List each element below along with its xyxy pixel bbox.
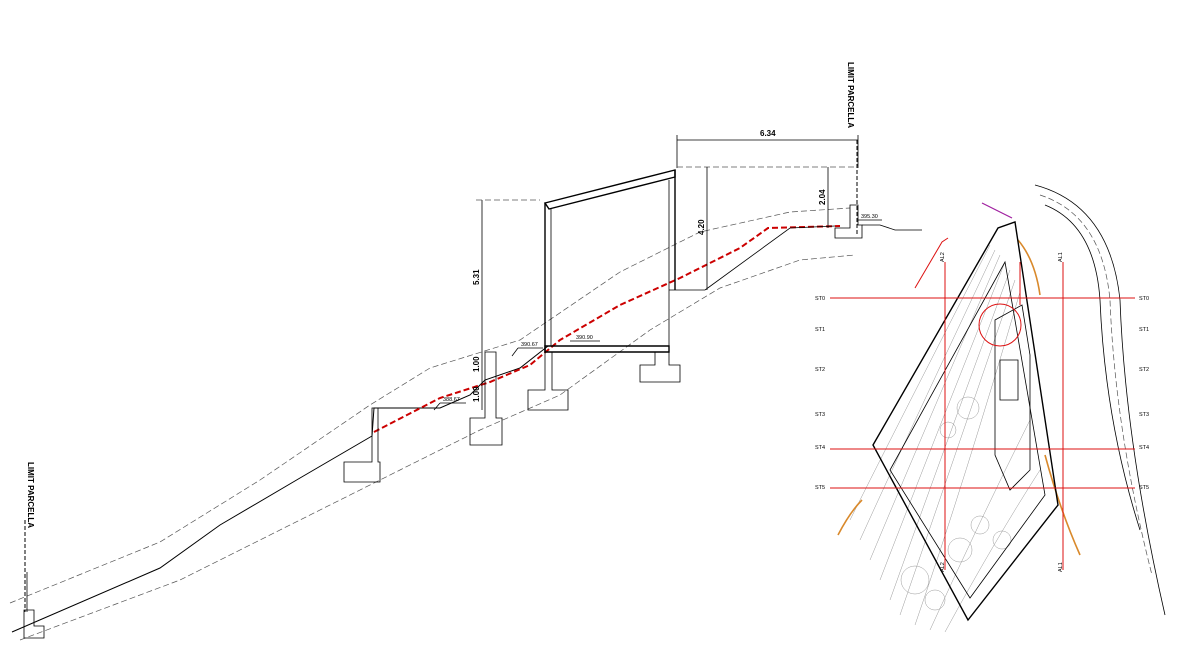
step-wall-2 [527, 351, 569, 411]
st-label-left-5: ST5 [815, 485, 825, 491]
limit-right-label: LIMIT PARCELLA [846, 62, 855, 128]
road-orange-lower [1044, 454, 1081, 556]
road-edge-inner [1044, 204, 1141, 531]
plan-contours [849, 244, 1041, 633]
building-section [543, 169, 836, 383]
terrain-offset-upper [9, 207, 851, 604]
axis-label-al1-top: AL1 [1058, 252, 1064, 262]
retaining-wall-lower [343, 407, 381, 483]
plan-bracket-symbol [914, 237, 949, 289]
limit-left-footing [23, 609, 45, 639]
terrain-red-dashed [373, 225, 841, 433]
st-label-left-1: ST1 [815, 327, 825, 333]
svg-text:388.67: 388.67 [443, 397, 460, 403]
limit-right-wall [834, 204, 863, 239]
st-label-left-3: ST3 [815, 412, 825, 418]
road-orange-upper [1017, 239, 1041, 296]
svg-text:395.30: 395.30 [861, 214, 878, 220]
plan-highlight-circle [978, 303, 1022, 347]
st-label-right-1: ST1 [1139, 327, 1149, 333]
building-roof [543, 169, 676, 210]
st-label-right-0: ST0 [1139, 296, 1149, 302]
site-plan: ST0 ST1 ST2 ST3 ST4 ST5 ST0 ST1 ST2 ST3 … [815, 184, 1166, 633]
road-edge-outer [1034, 184, 1166, 616]
limit-right-ground [862, 224, 922, 231]
terrain-offset-lower [19, 254, 856, 641]
st-label-left-0: ST0 [815, 296, 825, 302]
building-footing-right [639, 352, 681, 383]
plan-section-lines [830, 262, 1135, 570]
dim-height-main-label: 5.31 [472, 269, 481, 285]
road-edge-center [1039, 194, 1153, 576]
limit-left-label: LIMIT PARCELLA [26, 462, 35, 528]
axis-label-al2-top: AL2 [940, 252, 946, 262]
level-marker-step-lower: 388.67 [433, 397, 466, 411]
level-marker-step-upper: 390.67 [511, 342, 543, 357]
st-label-right-5: ST5 [1139, 485, 1149, 491]
st-label-left-2: ST2 [815, 367, 825, 373]
plan-building-core [999, 359, 1019, 401]
building-brace [704, 225, 836, 291]
building-slab [544, 345, 670, 353]
st-label-right-3: ST3 [1139, 412, 1149, 418]
st-label-right-2: ST2 [1139, 367, 1149, 373]
plan-site-inner [889, 260, 1046, 599]
axis-label-al2-bottom: AL2 [940, 562, 946, 572]
st-label-right-4: ST4 [1139, 445, 1149, 451]
dim-step-lower-label: 1.00 [472, 386, 481, 402]
dim-width-label: 6.34 [760, 129, 776, 138]
road-magenta [981, 202, 1013, 219]
st-label-left-4: ST4 [815, 445, 825, 451]
axis-label-al1-bottom: AL1 [1058, 562, 1064, 572]
level-marker-floor: 390.90 [570, 335, 600, 342]
step-wall-1 [469, 351, 503, 446]
svg-text:390.67: 390.67 [521, 342, 538, 348]
plan-building [994, 304, 1031, 491]
dim-height-right-label: 4.20 [697, 219, 706, 235]
plan-site-boundary [872, 221, 1059, 622]
level-marker-top: 395.30 [858, 214, 882, 221]
svg-text:390.90: 390.90 [576, 335, 593, 341]
dim-step-upper-label: 1.00 [472, 356, 481, 372]
dim-height-topright-label: 2.04 [818, 189, 827, 205]
site-section: LIMIT PARCELLA LIMIT PARCELLA 6.34 [9, 62, 922, 641]
road-orange-left [837, 499, 863, 536]
